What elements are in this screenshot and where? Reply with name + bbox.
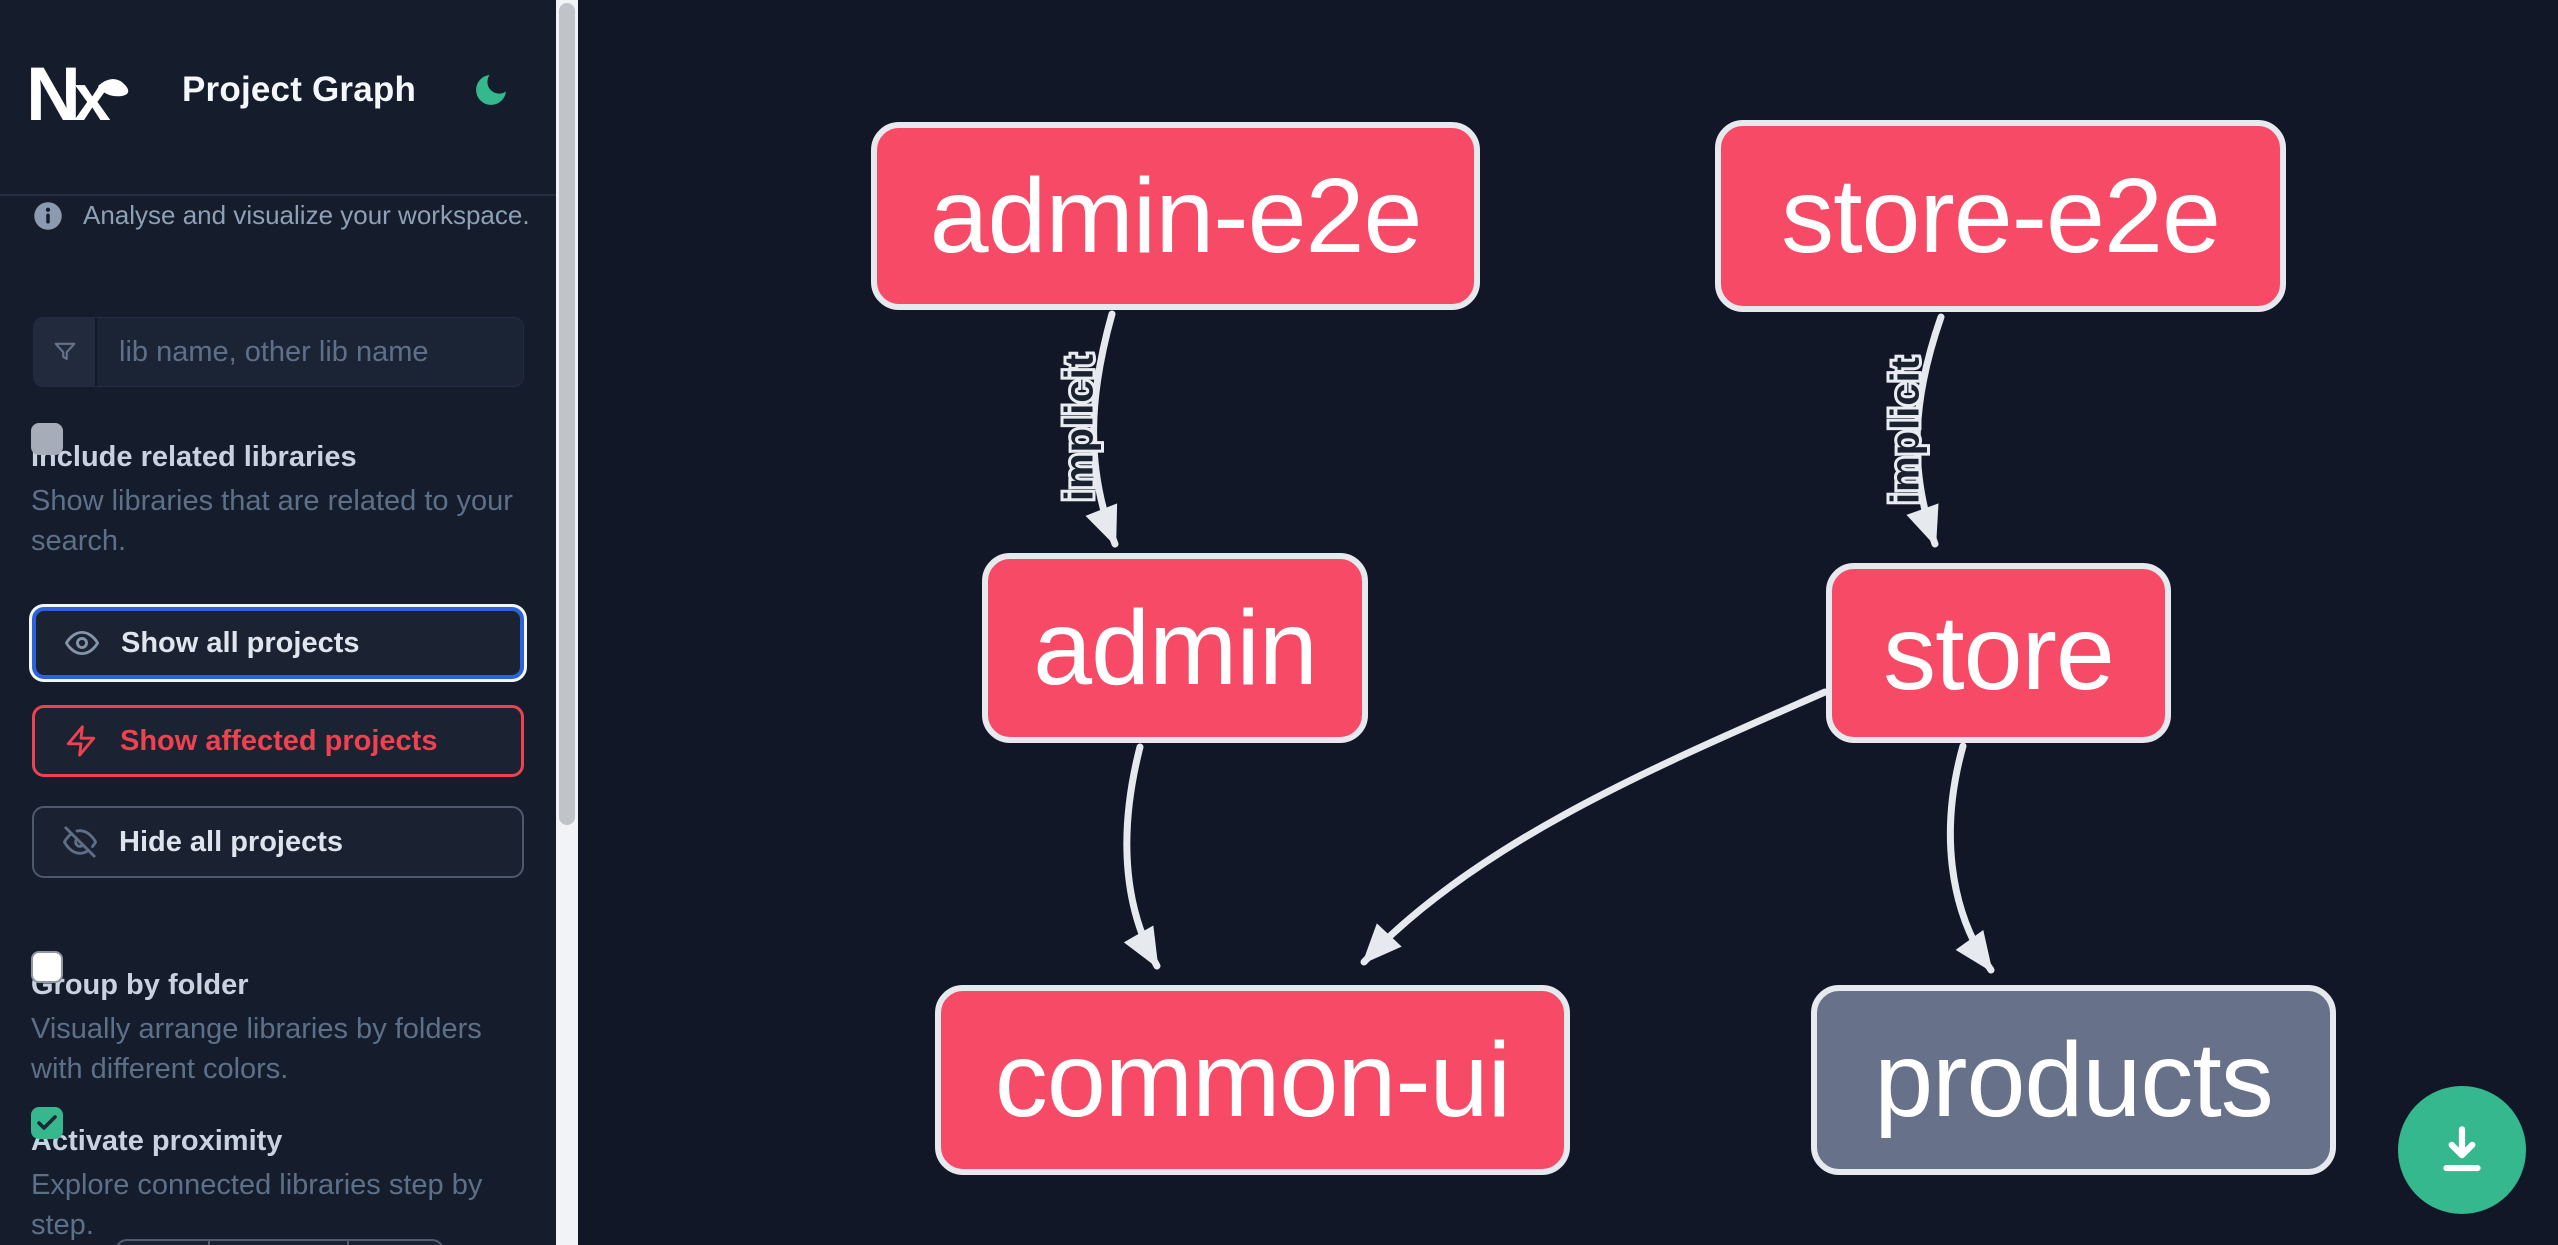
graph-node-store[interactable]: store (1826, 563, 2171, 743)
graph-node-common-ui[interactable]: common-ui (935, 985, 1570, 1175)
svg-text:x: x (74, 60, 111, 130)
show-affected-projects-label: Show affected projects (120, 724, 438, 757)
graph-node-store-e2e[interactable]: store-e2e (1715, 120, 2286, 312)
edge-store-to-common-ui[interactable] (1360, 688, 1829, 966)
svg-text:N: N (30, 58, 81, 130)
graph-canvas[interactable]: implicit implicit admin-e2e store-e2e ad… (578, 0, 2558, 1245)
lightning-bolt-icon (66, 725, 96, 757)
sidebar-header: N x Project Graph (0, 0, 556, 196)
proximity-value (210, 1241, 349, 1245)
download-graph-button[interactable] (2398, 1086, 2526, 1214)
node-label: products (1874, 1020, 2274, 1139)
sidebar: N x Project Graph Analyse and visualize … (0, 0, 556, 1245)
include-related-label: Include related libraries (31, 441, 357, 473)
checkmark-icon (37, 1115, 57, 1130)
eye-off-icon (63, 826, 97, 858)
edge-label-implicit-store: implicit (1884, 356, 1928, 504)
show-all-projects-label: Show all projects (121, 626, 360, 659)
search-input[interactable] (97, 318, 523, 386)
proximity-depth-control (115, 1239, 444, 1245)
hide-all-projects-label: Hide all projects (119, 825, 344, 858)
moon-icon (476, 74, 506, 105)
group-by-folder-description: Visually arrange libraries by folders wi… (31, 1013, 482, 1085)
download-icon (2443, 1126, 2481, 1172)
edge-label-implicit-admin: implicit (1058, 353, 1102, 501)
info-icon (34, 201, 62, 230)
graph-edges: implicit implicit (1055, 310, 1995, 974)
group-by-folder-checkbox[interactable] (31, 951, 63, 983)
option-include-related: Include related libraries Show libraries… (31, 421, 531, 561)
include-related-description: Show libraries that are related to your … (31, 485, 513, 557)
node-label: store (1883, 593, 2115, 712)
search-box (33, 317, 524, 387)
theme-toggle-button[interactable] (468, 68, 514, 114)
app-title: Project Graph (182, 70, 417, 109)
show-all-projects-button[interactable]: Show all projects (32, 607, 524, 679)
group-by-folder-label: Group by folder (31, 969, 249, 1001)
node-label: admin (1033, 588, 1318, 707)
include-related-checkbox[interactable] (31, 423, 63, 455)
node-label: store-e2e (1781, 156, 2221, 275)
nx-logo-flair (98, 79, 129, 97)
graph-node-admin[interactable]: admin (982, 553, 1368, 743)
option-group-by-folder: Group by folder Visually arrange librari… (31, 949, 531, 1089)
eye-icon (65, 630, 99, 656)
filter-funnel-icon (34, 318, 97, 386)
edge-admin-to-common-ui[interactable] (1123, 743, 1161, 970)
activate-proximity-checkbox[interactable] (31, 1107, 63, 1139)
edge-store-to-products[interactable] (1946, 742, 1995, 974)
sidebar-scrollbar[interactable] (556, 0, 578, 1245)
activate-proximity-description: Explore connected libraries step by step… (31, 1169, 483, 1241)
graph-node-products[interactable]: products (1811, 985, 2336, 1175)
tagline-text: Analyse and visualize your workspace. (83, 200, 530, 230)
hide-all-projects-button[interactable]: Hide all projects (32, 806, 524, 878)
node-label: admin-e2e (929, 156, 1423, 275)
option-activate-proximity: Activate proximity Explore connected lib… (31, 1105, 531, 1245)
show-affected-projects-button[interactable]: Show affected projects (32, 705, 524, 777)
scrollbar-thumb[interactable] (559, 3, 575, 825)
graph-node-admin-e2e[interactable]: admin-e2e (871, 122, 1480, 310)
proximity-increment-button[interactable] (349, 1241, 442, 1245)
proximity-decrement-button[interactable] (117, 1241, 210, 1245)
workspace-tagline: Analyse and visualize your workspace. (33, 200, 530, 231)
node-label: common-ui (994, 1020, 1511, 1139)
edge-store-e2e-to-store[interactable] (1906, 313, 1945, 548)
activate-proximity-label: Activate proximity (31, 1125, 283, 1157)
nx-logo: N x (30, 58, 129, 130)
edge-admin-e2e-to-admin[interactable] (1085, 310, 1119, 548)
